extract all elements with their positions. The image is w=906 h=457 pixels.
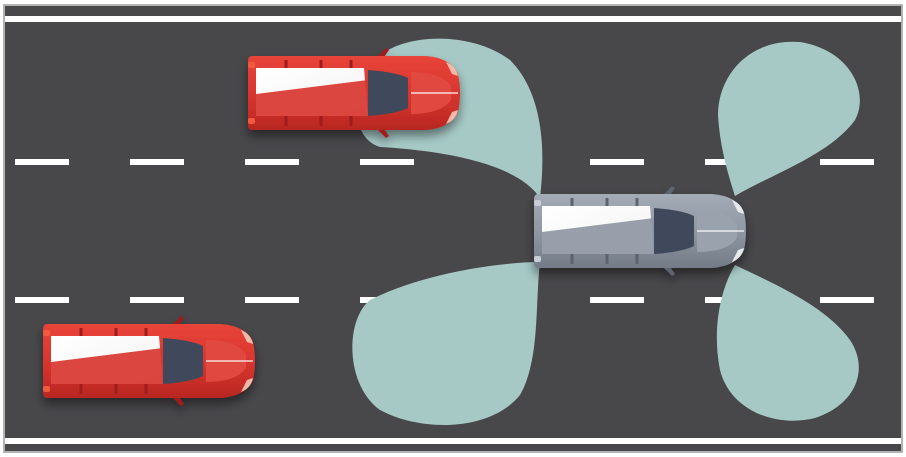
red-car-top — [248, 48, 460, 138]
road-edge-bottom — [5, 438, 901, 444]
ego-car — [534, 186, 746, 276]
sensor-zone-front-right — [716, 265, 859, 421]
road-edge-top — [5, 16, 901, 22]
sensor-zone-rear-right — [352, 262, 540, 425]
red-car-bottom — [43, 316, 255, 406]
sensor-zone-front-left — [718, 41, 860, 196]
